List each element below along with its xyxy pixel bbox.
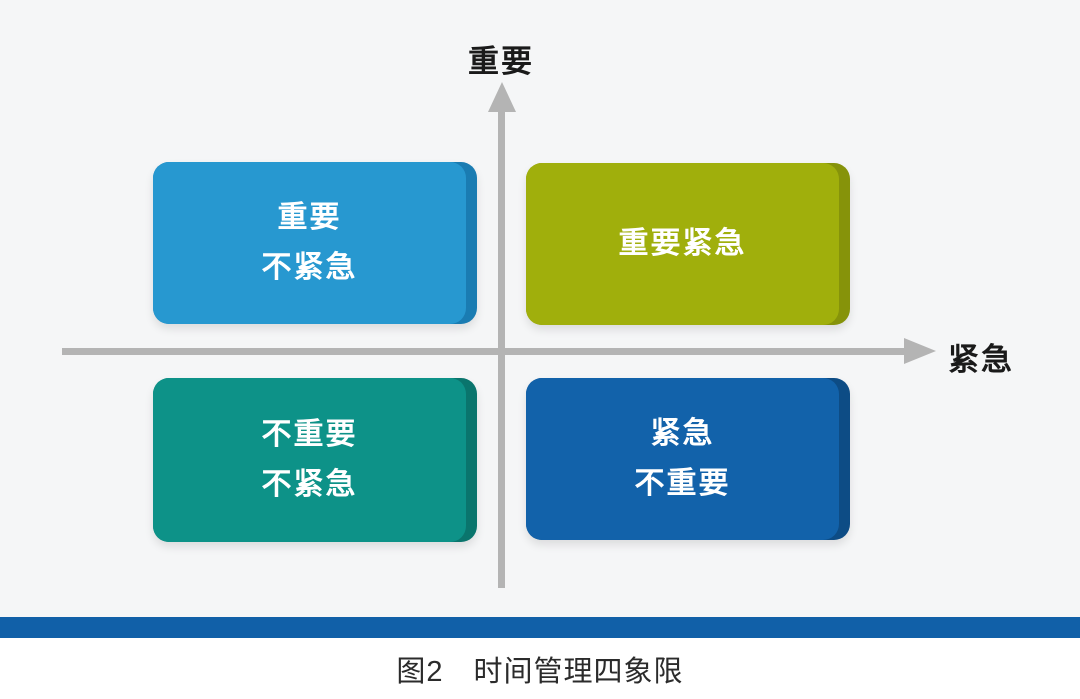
divider-bar (0, 617, 1080, 638)
quadrant-not-important-not-urgent: 不重要 不紧急 (153, 378, 477, 542)
quadrant-label-line: 紧急 (650, 417, 715, 450)
quadrant-label-line: 重要紧急 (618, 227, 747, 260)
quadrant-surface: 紧急 不重要 (526, 378, 839, 540)
up-arrow-icon (488, 82, 516, 112)
quadrant-surface: 重要紧急 (526, 163, 839, 325)
quadrant-important-urgent: 重要紧急 (526, 163, 850, 325)
quadrant-surface: 不重要 不紧急 (153, 378, 466, 542)
quadrant-label-line: 不紧急 (261, 251, 358, 284)
quadrant-urgent-not-important: 紧急 不重要 (526, 378, 850, 540)
quadrant-label-line: 不重要 (634, 467, 731, 500)
right-arrow-icon (904, 338, 936, 364)
figure-caption: 图2 时间管理四象限 (396, 655, 684, 688)
quadrant-surface: 重要 不紧急 (153, 162, 466, 324)
quadrant-label-line: 重要 (277, 201, 342, 234)
quadrant-label-line: 不紧急 (261, 468, 358, 501)
quadrant-label-line: 不重要 (261, 418, 358, 451)
x-axis-label: 紧急 (948, 342, 1014, 377)
vertical-axis-line (498, 100, 505, 588)
quadrant-important-not-urgent: 重要 不紧急 (153, 162, 477, 324)
caption-area: 图2 时间管理四象限 (0, 638, 1080, 699)
horizontal-axis-line (62, 348, 908, 355)
quadrant-diagram: 重要 紧急 重要 不紧急 重要紧急 不重要 不紧急 紧急 不重要 (62, 44, 1014, 588)
y-axis-label: 重要 (468, 44, 534, 79)
